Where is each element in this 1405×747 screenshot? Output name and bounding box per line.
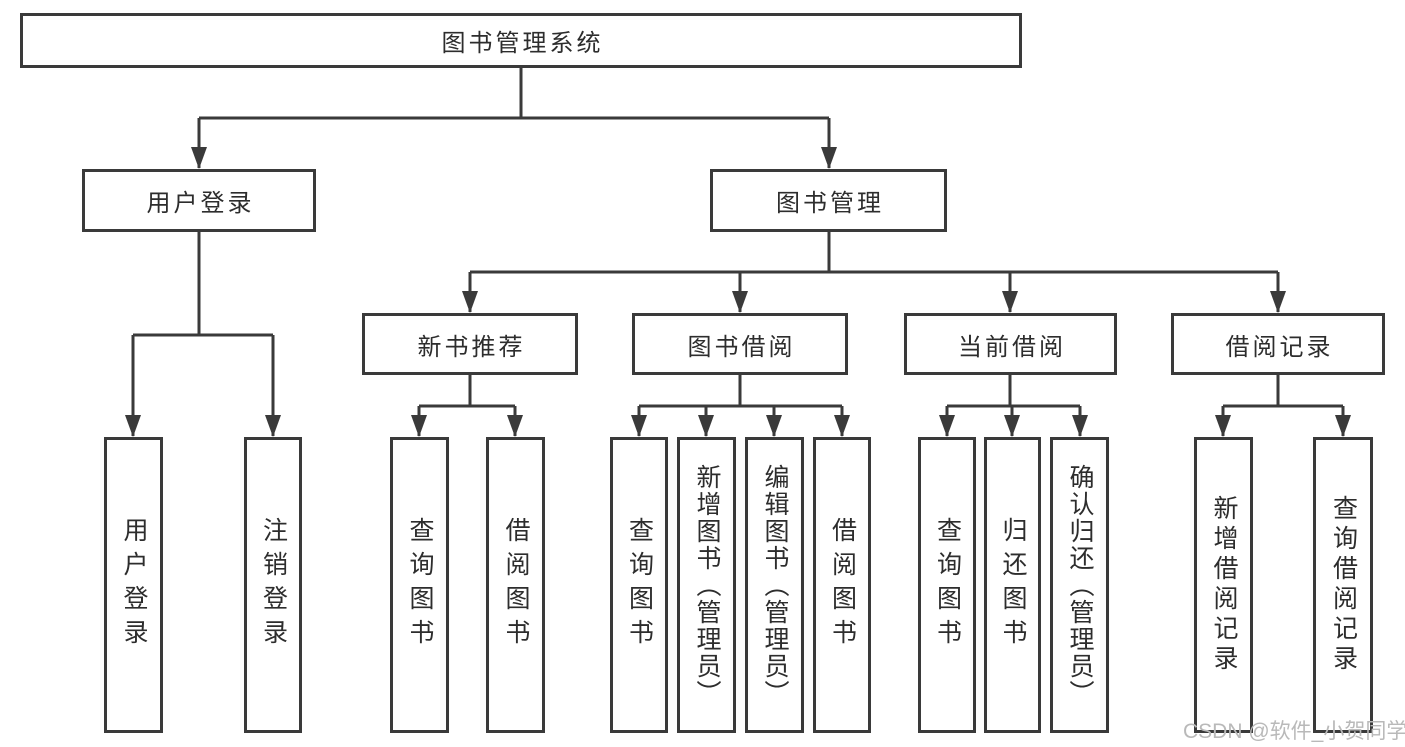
- leaf-borrow-borrow-books: 借阅图书: [813, 437, 871, 733]
- leaf-label: 查询图书: [625, 517, 654, 653]
- leaf-newbook-query-books: 查询图书: [390, 437, 449, 733]
- leaf-borrow-query-books: 查询图书: [610, 437, 668, 733]
- leaf-newbook-borrow-books: 借阅图书: [486, 437, 545, 733]
- node-label: 借阅记录: [1225, 333, 1334, 361]
- leaf-label: 借阅图书: [828, 517, 857, 653]
- node-book-borrow: 图书借阅: [632, 313, 848, 375]
- leaf-label: 用户登录: [120, 517, 148, 653]
- node-label: 图书借阅: [687, 333, 796, 361]
- node-book-management: 图书管理: [710, 169, 947, 232]
- node-label: 当前借阅: [958, 333, 1066, 361]
- node-user-login: 用户登录: [82, 169, 316, 232]
- leaf-label: 查询图书: [406, 517, 434, 653]
- node-label: 图书管理: [776, 190, 884, 217]
- node-borrow-record: 借阅记录: [1171, 313, 1385, 375]
- node-label: 用户登录: [146, 190, 255, 217]
- csdn-watermark: CSDN @软件_小贺同学: [1183, 720, 1405, 743]
- node-current-borrow: 当前借阅: [904, 313, 1117, 375]
- leaf-add-borrow-record: 新增借阅记录: [1194, 437, 1253, 733]
- leaf-user-login: 用户登录: [104, 437, 163, 733]
- leaf-label: 确认归还（管理员）: [1066, 463, 1094, 707]
- node-label: 图书管理系统: [441, 30, 604, 57]
- node-label: 新书推荐: [417, 333, 526, 361]
- leaf-logout: 注销登录: [244, 437, 302, 733]
- leaf-label: 编辑图书（管理员）: [761, 463, 789, 707]
- leaf-confirm-return-admin: 确认归还（管理员）: [1050, 437, 1109, 733]
- leaf-current-query-books: 查询图书: [918, 437, 976, 733]
- leaf-return-books: 归还图书: [984, 437, 1041, 733]
- arrow-lines: [125, 118, 1351, 437]
- leaf-add-book-admin: 新增图书（管理员）: [677, 437, 736, 733]
- leaf-query-borrow-record: 查询借阅记录: [1313, 437, 1373, 733]
- leaf-label: 新增图书（管理员）: [693, 463, 721, 707]
- leaf-label: 借阅图书: [502, 517, 530, 653]
- leaf-label: 归还图书: [999, 517, 1027, 653]
- node-library-system: 图书管理系统: [20, 13, 1022, 68]
- leaf-label: 查询借阅记录: [1329, 495, 1358, 675]
- leaf-label: 注销登录: [259, 517, 288, 653]
- tree-lines: [125, 68, 1351, 437]
- leaf-label: 查询图书: [933, 517, 962, 653]
- node-new-book-recommend: 新书推荐: [362, 313, 578, 375]
- leaf-label: 新增借阅记录: [1210, 495, 1238, 675]
- leaf-edit-book-admin: 编辑图书（管理员）: [745, 437, 804, 733]
